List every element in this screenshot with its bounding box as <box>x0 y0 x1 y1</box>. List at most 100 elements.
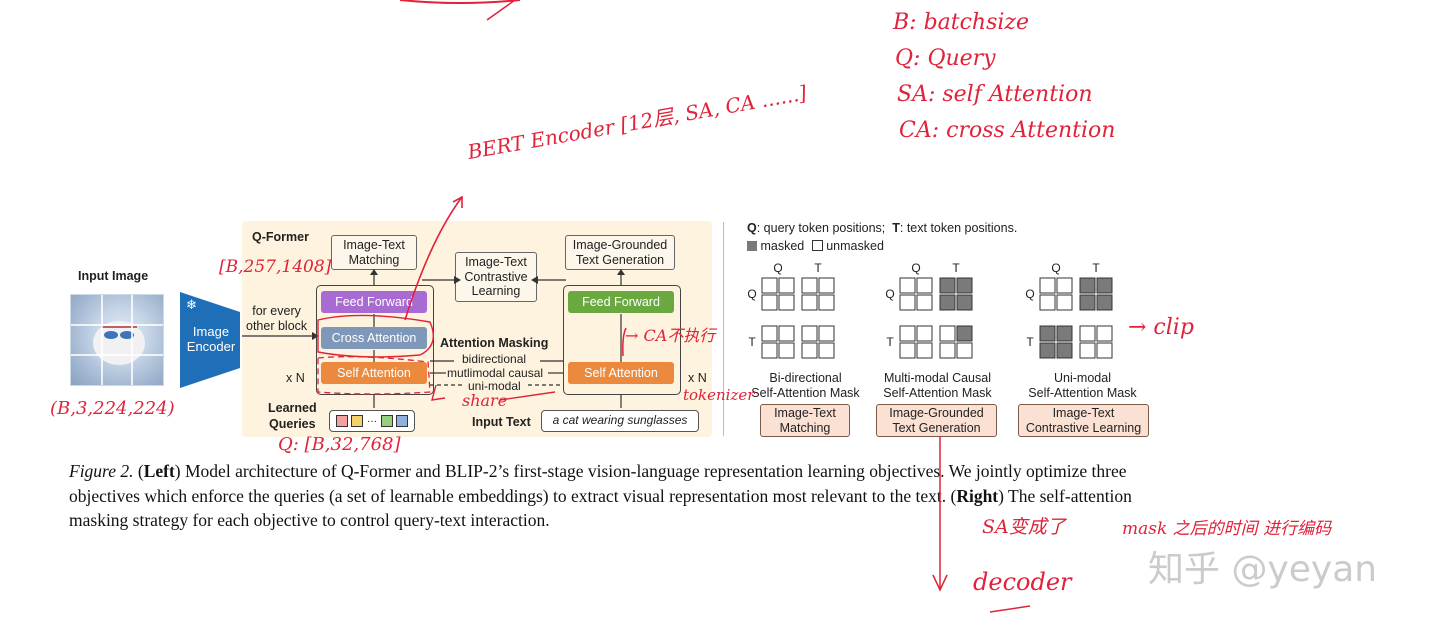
mask-cell-masked <box>1039 325 1056 342</box>
attention-masking-label: Attention Masking <box>440 336 549 350</box>
annotation-sa-change: SA变成了 <box>982 516 1066 538</box>
mask-legend-line1: Q: query token positions; T: text token … <box>747 221 1017 235</box>
learned-queries-tokens: ··· <box>329 410 415 432</box>
mask-col-t-label: T <box>814 261 822 275</box>
mask-cell-unmasked <box>899 277 916 294</box>
itg-top-box: Image-Grounded Text Generation <box>565 235 675 270</box>
mask-cell-unmasked <box>1039 277 1056 294</box>
annotation-ca-def: CA: cross Attention <box>899 118 1116 143</box>
mask-cell-unmasked <box>801 277 818 294</box>
mask-cell-unmasked <box>899 325 916 342</box>
mask-legend-line2: masked unmasked <box>747 239 884 253</box>
right-stack-frame <box>563 285 681 395</box>
mask-cell-unmasked <box>1096 342 1113 359</box>
mask-objective-itm: Image-Text Matching <box>760 404 850 437</box>
mask-cell-masked <box>1056 325 1073 342</box>
mask-col-q-label: Q <box>773 261 782 275</box>
mask-cell-unmasked <box>761 342 778 359</box>
mask-cell-masked <box>939 294 956 311</box>
figure-caption: Figure 2. (Left) Model architecture of Q… <box>69 461 1132 531</box>
mask-col-q-label: Q <box>911 261 920 275</box>
mask-cell-unmasked <box>916 277 933 294</box>
mask-title-unimodal: Uni-modal Self-Attention Mask <box>1028 371 1137 400</box>
mask-col-q-label: Q <box>1051 261 1060 275</box>
mask-title-multimodal-causal: Multi-modal Causal Self-Attention Mask <box>883 371 992 400</box>
zhihu-watermark: 知乎 @yeyan <box>1148 549 1378 590</box>
mask-cell-unmasked <box>899 342 916 359</box>
mask-cell-unmasked <box>916 325 933 342</box>
mask-cell-unmasked <box>801 294 818 311</box>
cat-image-drawing <box>71 295 163 385</box>
itc-arrows <box>422 276 566 284</box>
mask-cell-masked <box>956 325 973 342</box>
xn-right: x N <box>688 371 707 385</box>
query-token <box>335 415 348 427</box>
caption-text-1: Model architecture of Q-Former and BLIP-… <box>69 461 1127 506</box>
mask-cell-unmasked <box>1056 277 1073 294</box>
mask-cell-unmasked <box>818 325 835 342</box>
itc-box: Image-Text Contrastive Learning <box>455 252 537 302</box>
qformer-label: Q-Former <box>252 230 309 244</box>
learned-queries-label: Learned Queries <box>268 401 317 431</box>
mask-cell-unmasked <box>818 294 835 311</box>
caption-left: Left <box>143 461 175 481</box>
masking-arrows <box>430 360 564 386</box>
mask-cell-unmasked <box>778 325 795 342</box>
mask-cell-masked <box>939 277 956 294</box>
mutlimodal-causal-label: mutlimodal causal <box>447 366 544 380</box>
for-every-other-block: for every other block <box>246 304 308 333</box>
annotation-shape-q: Q: [B,32,768] <box>278 434 401 455</box>
stack-arrows <box>370 269 625 408</box>
mask-cell-unmasked <box>778 342 795 359</box>
input-image-label: Input Image <box>78 269 149 283</box>
legend-unmasked: unmasked <box>826 239 884 253</box>
mask-title-bidirectional: Bi-directional Self-Attention Mask <box>751 371 860 400</box>
caption-figure-label: Figure 2. <box>69 461 134 481</box>
mask-cell-masked <box>1079 277 1096 294</box>
mask-cell-unmasked <box>818 277 835 294</box>
mask-cell-unmasked <box>761 277 778 294</box>
annotation-ca-note: → CA不执行 <box>625 326 716 345</box>
query-token <box>396 415 409 427</box>
query-token-ellipsis: ··· <box>366 415 377 427</box>
cross-attention-box: Cross Attention <box>321 327 427 349</box>
caption-text-2: ) The self-attention masking strategy fo… <box>69 485 1132 531</box>
self-attention-left: Self Attention <box>321 362 427 384</box>
mask-cell-masked <box>1039 342 1056 359</box>
mask-cell-unmasked <box>939 342 956 359</box>
xn-left: x N <box>286 371 305 385</box>
feed-forward-right: Feed Forward <box>568 291 674 313</box>
mask-cell-unmasked <box>801 325 818 342</box>
figure-divider <box>723 222 724 436</box>
query-token <box>380 415 393 427</box>
image-encoder-label: Image Encoder <box>186 324 236 354</box>
mask-cell-unmasked <box>1096 325 1113 342</box>
mask-cell-unmasked <box>1079 325 1096 342</box>
mask-row-t-label: T <box>1026 335 1034 349</box>
annotation-decoder: decoder <box>973 568 1072 596</box>
self-attention-right: Self Attention <box>568 362 674 384</box>
mask-cell-unmasked <box>818 342 835 359</box>
image-encoder-shape <box>180 292 240 388</box>
mask-cell-unmasked <box>778 277 795 294</box>
mask-row-q-label: Q <box>885 287 894 301</box>
annotation-share: share <box>462 391 508 410</box>
uni-modal-label: uni-modal <box>468 379 521 393</box>
annotation-shape-img: (B,3,224,224) <box>50 398 175 419</box>
encoder-arrow <box>242 332 319 340</box>
itm-top-box: Image-Text Matching <box>331 235 417 270</box>
mask-cell-unmasked <box>956 342 973 359</box>
mask-row-t-label: T <box>886 335 894 349</box>
legend-q: Q <box>747 221 757 235</box>
snowflake-icon: ❄ <box>186 297 197 312</box>
annotation-sa-def: SA: self Attention <box>897 82 1093 107</box>
mask-cell-masked <box>1056 342 1073 359</box>
annotation-b-def: B: batchsize <box>893 10 1030 35</box>
legend-t-text: : text token positions. <box>899 221 1018 235</box>
mask-col-t-label: T <box>1092 261 1100 275</box>
annotation-q-def: Q: Query <box>895 46 996 71</box>
annotation-mask-note: mask 之后的时间 进行编码 <box>1122 519 1332 539</box>
mask-cell-unmasked <box>778 294 795 311</box>
